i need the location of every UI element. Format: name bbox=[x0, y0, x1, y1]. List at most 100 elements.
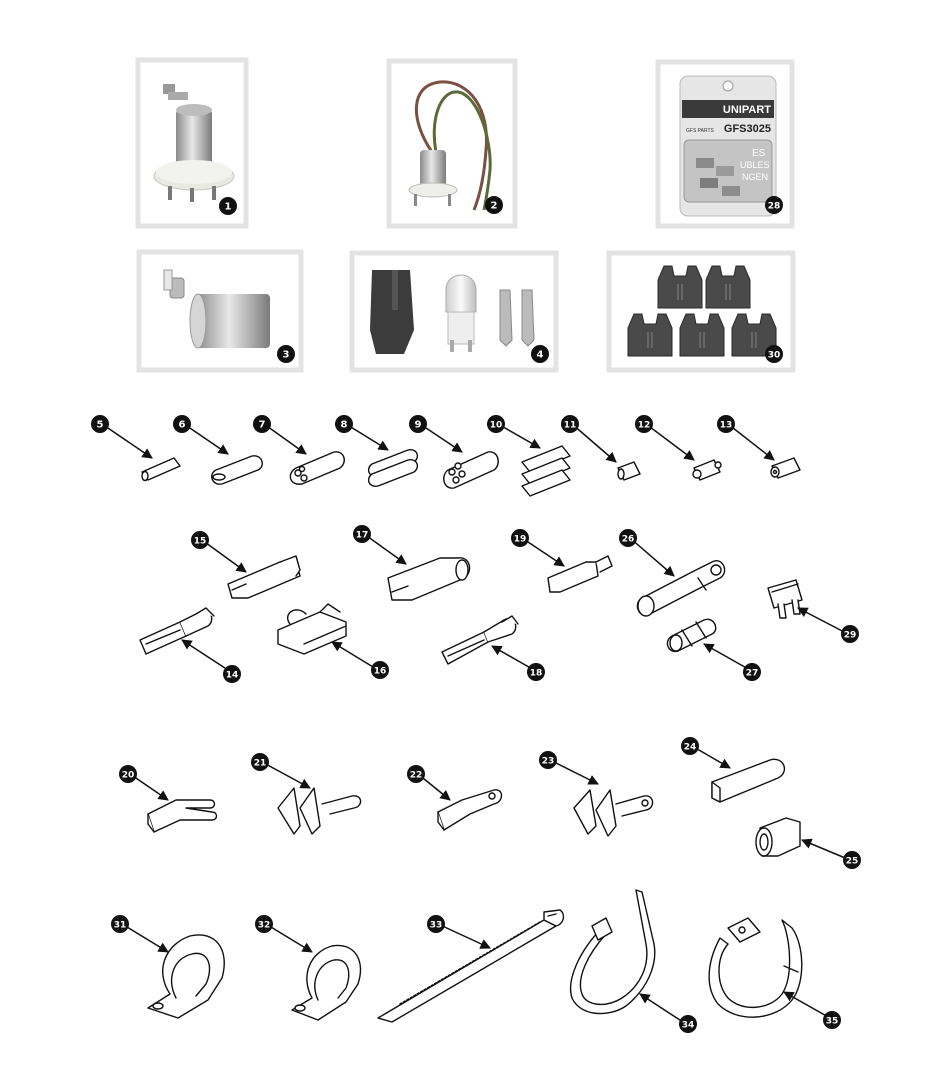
arrow-33 bbox=[437, 923, 491, 949]
arrow-11 bbox=[571, 423, 617, 463]
callout-circle bbox=[277, 345, 295, 363]
callout-circle bbox=[371, 661, 389, 679]
arrow-21 bbox=[261, 761, 311, 789]
callout-number: 31 bbox=[114, 921, 127, 931]
callout-circle bbox=[119, 765, 137, 783]
callout-number: 25 bbox=[846, 857, 859, 867]
callout-circle bbox=[487, 415, 505, 433]
callout-number: 2 bbox=[491, 201, 498, 212]
pack-window-text-2: UBLES bbox=[740, 160, 770, 170]
callout-number: 5 bbox=[97, 420, 104, 431]
blade-fuse-icon bbox=[705, 265, 751, 309]
callout-badge-1: 1 bbox=[219, 197, 237, 215]
callout-badge-25: 25 bbox=[843, 851, 861, 869]
part-23-ring-terminals bbox=[573, 789, 654, 837]
arrow-12 bbox=[645, 423, 695, 461]
callout-circle bbox=[219, 197, 237, 215]
callout-number: 9 bbox=[415, 420, 422, 431]
arrow-5 bbox=[101, 423, 153, 459]
callout-circle bbox=[427, 915, 445, 933]
arrow-18 bbox=[491, 645, 535, 671]
arrow-20 bbox=[129, 773, 169, 801]
arrow-32 bbox=[265, 923, 313, 953]
callout-circle bbox=[255, 915, 273, 933]
callout-badge-34: 34 bbox=[679, 1015, 697, 1033]
part-15-spade-sleeve bbox=[227, 555, 301, 599]
part-24-straight-boot bbox=[711, 758, 786, 803]
arrow-25 bbox=[801, 838, 851, 861]
callout-number: 7 bbox=[259, 420, 266, 431]
callout-circle bbox=[111, 915, 129, 933]
callout-badge-16: 16 bbox=[371, 661, 389, 679]
callout-circle bbox=[511, 529, 529, 547]
callout-number: 32 bbox=[258, 921, 271, 931]
callout-badge-7: 7 bbox=[253, 415, 271, 433]
callout-badge-23: 23 bbox=[539, 751, 557, 769]
part-11-ferrule bbox=[617, 461, 641, 481]
callout-circle bbox=[91, 415, 109, 433]
callout-number: 24 bbox=[684, 743, 697, 753]
blade-fuse-icon bbox=[627, 313, 673, 357]
part-29-blade-fuse bbox=[767, 579, 803, 619]
callout-number: 4 bbox=[537, 350, 544, 361]
pack-window-text-1: ES bbox=[752, 148, 766, 159]
arrow-24 bbox=[691, 745, 731, 769]
callout-number: 13 bbox=[720, 421, 733, 431]
callout-number: 34 bbox=[682, 1021, 695, 1031]
callout-circle bbox=[843, 851, 861, 869]
arrow-8 bbox=[345, 423, 389, 451]
callout-badge-27: 27 bbox=[743, 663, 761, 681]
arrow-7 bbox=[263, 423, 307, 455]
part-17-right-angle-sleeve bbox=[387, 557, 471, 601]
callout-badge-15: 15 bbox=[191, 531, 209, 549]
part-9-quad-sleeve bbox=[443, 451, 499, 489]
blade-fuse-icon bbox=[679, 313, 725, 357]
fuse-pack-photo: UNIPART GFS PARTS GFS3025 ES UBLES NGEN bbox=[679, 75, 777, 217]
bulb-holder-photo bbox=[153, 84, 235, 202]
holder-bulb-terminals-photo bbox=[370, 270, 535, 354]
callout-number: 17 bbox=[356, 531, 369, 541]
callout-circle bbox=[765, 196, 783, 214]
callout-badge-2: 2 bbox=[485, 196, 503, 214]
arrow-6 bbox=[183, 423, 229, 455]
callout-badge-19: 19 bbox=[511, 529, 529, 547]
arrow-13 bbox=[727, 423, 775, 461]
line-drawings bbox=[139, 445, 803, 1023]
callout-circle bbox=[743, 663, 761, 681]
part-18-female-spade-insulated bbox=[441, 615, 519, 665]
callout-number: 26 bbox=[622, 535, 635, 545]
blade-fuse-icon bbox=[657, 265, 703, 309]
callout-badge-10: 10 bbox=[487, 415, 505, 433]
part-25-angle-boot bbox=[755, 817, 801, 857]
part-26-inline-fuse-holder bbox=[636, 560, 726, 617]
callout-circle bbox=[173, 415, 191, 433]
callout-badge-33: 33 bbox=[427, 915, 445, 933]
pack-part-number: GFS3025 bbox=[724, 123, 771, 135]
callout-badge-32: 32 bbox=[255, 915, 273, 933]
part-10-block-sleeve bbox=[521, 445, 571, 497]
leader-arrows bbox=[101, 423, 851, 1025]
part-34-hose-tie bbox=[570, 889, 656, 1015]
callout-number: 8 bbox=[341, 420, 348, 431]
callout-circle bbox=[407, 765, 425, 783]
arrow-16 bbox=[331, 641, 379, 671]
callout-number: 3 bbox=[283, 350, 290, 361]
callout-number: 15 bbox=[194, 537, 207, 547]
callout-circle bbox=[335, 415, 353, 433]
callout-badge-20: 20 bbox=[119, 765, 137, 783]
callout-circle bbox=[619, 529, 637, 547]
part-35-hose-clamp bbox=[708, 917, 803, 1018]
arrow-15 bbox=[201, 539, 247, 573]
callout-badge-21: 21 bbox=[251, 753, 269, 771]
part-12-bullet bbox=[692, 459, 722, 481]
part-14-female-spade bbox=[139, 607, 215, 655]
callout-number: 6 bbox=[179, 420, 186, 431]
callout-badge-29: 29 bbox=[841, 625, 859, 643]
part-27-glass-fuse bbox=[666, 618, 717, 653]
callout-badge-13: 13 bbox=[717, 415, 735, 433]
callout-circle bbox=[353, 525, 371, 543]
part-22-ring-terminal bbox=[437, 789, 503, 831]
lamp-socket-photo bbox=[163, 269, 270, 349]
arrow-14 bbox=[181, 639, 229, 671]
callout-circle bbox=[485, 196, 503, 214]
